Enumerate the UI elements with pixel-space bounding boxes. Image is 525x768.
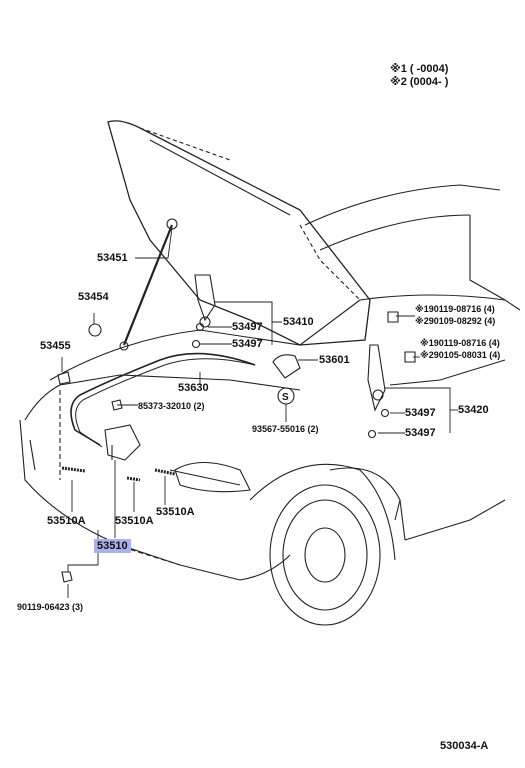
part-53510a-2[interactable]: 53510A [115, 515, 154, 527]
part-53410[interactable]: 53410 [283, 316, 314, 328]
part-bolt-2[interactable]: ※290109-08292 (4) [415, 316, 496, 326]
part-53497-d[interactable]: 53497 [405, 427, 436, 439]
part-53630[interactable]: 53630 [178, 382, 209, 394]
part-53510a-3[interactable]: 53510A [156, 506, 195, 518]
note-2-text: (0004- ) [409, 76, 449, 88]
note-2: ※2 (0004- ) [390, 75, 448, 88]
note-1: ※1 ( -0004) [390, 62, 448, 75]
part-bolt-1[interactable]: ※190119-08716 (4) [415, 304, 495, 314]
part-53451[interactable]: 53451 [97, 252, 128, 264]
s-marker: S [282, 392, 289, 403]
part-53454[interactable]: 53454 [78, 291, 109, 303]
part-53497-b[interactable]: 53497 [232, 338, 263, 350]
note-2-mark: ※2 [390, 76, 407, 88]
part-53510[interactable]: 53510 [94, 539, 131, 553]
part-90119-06423[interactable]: 90119-06423 (3) [17, 602, 84, 612]
diagram-code: 530034-A [440, 740, 489, 752]
part-93567-55016[interactable]: 93567-55016 (2) [252, 424, 319, 434]
part-53497-c[interactable]: 53497 [405, 407, 436, 419]
part-53601[interactable]: 53601 [319, 354, 350, 366]
part-bolt-4[interactable]: ※290105-08031 (4) [420, 350, 501, 360]
part-bolt-3[interactable]: ※190119-08716 (4) [420, 338, 500, 348]
part-53510a-1[interactable]: 53510A [47, 515, 86, 527]
part-53420[interactable]: 53420 [458, 404, 489, 416]
note-1-mark: ※1 [390, 63, 407, 75]
part-53497-a[interactable]: 53497 [232, 321, 263, 333]
part-85373-32010[interactable]: 85373-32010 (2) [138, 401, 205, 411]
part-53455[interactable]: 53455 [40, 340, 71, 352]
note-1-text: ( -0004) [409, 63, 449, 75]
